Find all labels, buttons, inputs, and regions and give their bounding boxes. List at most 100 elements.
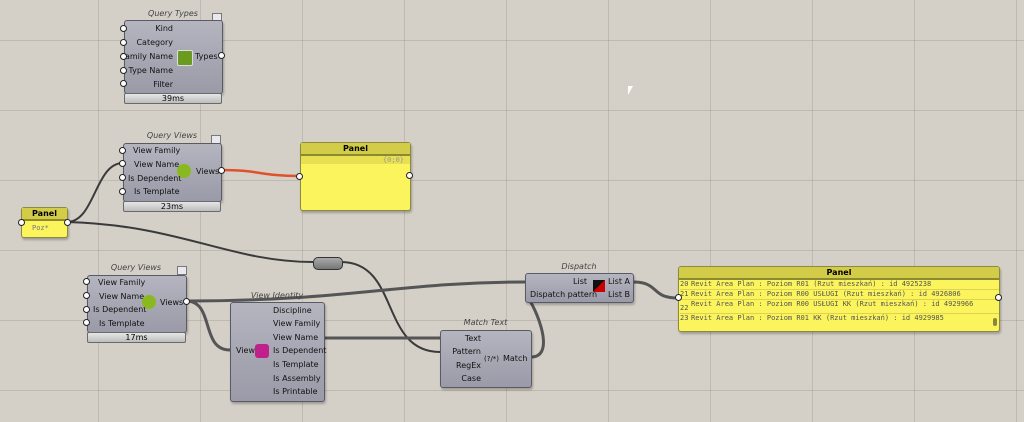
grip[interactable] <box>119 160 126 167</box>
views-hex-icon <box>142 295 156 309</box>
query-views-component[interactable]: View Family View Name Is Dependent Is Te… <box>87 275 187 333</box>
grip[interactable] <box>120 25 127 32</box>
input-dispatch-pattern[interactable]: Dispatch pattern <box>530 290 598 299</box>
views-hex-icon <box>177 164 191 178</box>
query-views-title: Query Views <box>146 131 198 140</box>
grip[interactable] <box>120 80 127 87</box>
panel-title: Panel <box>22 208 67 221</box>
output-views[interactable]: Views <box>160 298 184 307</box>
grip[interactable] <box>218 52 225 59</box>
grip[interactable] <box>406 172 413 179</box>
panel-input[interactable]: Panel Poz* <box>21 207 68 238</box>
query-views-component[interactable]: View Family View Name Is Dependent Is Te… <box>123 143 222 202</box>
dispatch-title: Dispatch <box>561 262 597 271</box>
row-text: Revit Area Plan : Poziom R00 USŁUGI (Rzu… <box>691 290 961 298</box>
wire-panel-to-qv1 <box>66 162 124 223</box>
output-view-family[interactable]: View Family <box>273 319 321 328</box>
grip[interactable] <box>120 39 127 46</box>
grip[interactable] <box>120 53 127 60</box>
relay[interactable] <box>313 257 343 270</box>
panel-title: Panel <box>679 267 999 280</box>
wire-qv1-to-panel <box>220 168 301 178</box>
grip[interactable] <box>183 298 190 305</box>
view-identity-title: View Identity <box>250 291 304 300</box>
input-filter[interactable]: Filter <box>153 80 173 89</box>
output-views[interactable]: Views <box>196 167 220 176</box>
output-is-template[interactable]: Is Template <box>273 360 319 369</box>
grip[interactable] <box>64 219 71 226</box>
grip[interactable] <box>83 306 90 313</box>
preview-flag[interactable] <box>177 266 187 275</box>
grip[interactable] <box>83 292 90 299</box>
timer: 39ms <box>124 93 222 104</box>
query-types-component[interactable]: Kind Category Family Name Type Name Filt… <box>121 20 223 94</box>
grip[interactable] <box>675 294 682 301</box>
dispatch-component[interactable]: List Dispatch pattern List A List B <box>525 273 634 303</box>
scrollbar[interactable] <box>993 318 997 326</box>
grip[interactable] <box>218 167 225 174</box>
input-view[interactable]: View <box>236 346 255 355</box>
output-match[interactable]: Match <box>503 354 528 363</box>
output-is-printable[interactable]: Is Printable <box>273 387 318 396</box>
row-index: 20 <box>680 280 689 288</box>
type-cube-icon <box>177 50 193 66</box>
output-is-dependent[interactable]: Is Dependent <box>273 346 327 355</box>
output-discipline[interactable]: Discipline <box>273 306 312 315</box>
input-is-template[interactable]: Is Template <box>134 187 180 196</box>
input-view-name[interactable]: View Name <box>99 292 145 301</box>
timer: 17ms <box>87 332 186 343</box>
panel-value[interactable]: Poz* <box>32 224 49 232</box>
output-list-a[interactable]: List A <box>608 277 630 286</box>
match-text-component[interactable]: Text Pattern RegEx Case (?/*) Match <box>440 330 532 388</box>
input-view-name[interactable]: View Name <box>134 160 180 169</box>
timer: 23ms <box>123 201 221 212</box>
panel-empty[interactable]: Panel {0;0} <box>300 142 411 211</box>
input-is-dependent[interactable]: Is Dependent <box>128 174 182 183</box>
grip[interactable] <box>119 188 126 195</box>
input-is-template[interactable]: Is Template <box>99 319 145 328</box>
input-pattern[interactable]: Pattern <box>452 347 481 356</box>
mouse-cursor-icon <box>628 86 633 95</box>
input-family-name[interactable]: Family Name <box>121 52 173 61</box>
input-is-dependent[interactable]: Is Dependent <box>93 305 147 314</box>
output-view-name[interactable]: View Name <box>273 333 319 342</box>
match-text-icon: (?/*) <box>484 355 500 363</box>
input-regex[interactable]: RegEx <box>456 361 481 370</box>
row-text: Revit Area Plan : Poziom R01 (Rzut miesz… <box>691 280 932 288</box>
grip[interactable] <box>119 147 126 154</box>
input-category[interactable]: Category <box>136 38 173 47</box>
view-identity-component[interactable]: View Discipline View Family View Name Is… <box>230 302 327 402</box>
input-text[interactable]: Text <box>464 334 481 343</box>
wire-qv2-to-dispatch <box>185 280 526 303</box>
row-text: Revit Area Plan : Poziom R01 KK (Rzut mi… <box>691 314 944 322</box>
dispatch-icon <box>593 280 605 292</box>
query-types-title: Query Types <box>148 9 198 18</box>
grip[interactable] <box>83 278 90 285</box>
output-is-assembly[interactable]: Is Assembly <box>273 374 321 383</box>
input-view-family[interactable]: View Family <box>98 278 146 287</box>
grip[interactable] <box>296 173 303 180</box>
row-index: 22 <box>680 304 689 312</box>
output-list-b[interactable]: List B <box>608 290 631 299</box>
query-views-title: Query Views <box>110 263 162 272</box>
grip[interactable] <box>995 294 1002 301</box>
input-kind[interactable]: Kind <box>155 24 173 33</box>
grip[interactable] <box>120 67 127 74</box>
input-case[interactable]: Case <box>461 374 481 383</box>
grip[interactable] <box>18 219 25 226</box>
input-view-family[interactable]: View Family <box>133 146 181 155</box>
input-type-name[interactable]: Type Name <box>128 66 173 75</box>
output-types[interactable]: Types <box>195 52 218 61</box>
wire-lista-to-panel <box>632 280 679 300</box>
grip[interactable] <box>83 319 90 326</box>
grip[interactable] <box>119 174 126 181</box>
input-list[interactable]: List <box>573 277 587 286</box>
view-identity-icon <box>255 344 269 358</box>
row-index: 23 <box>680 314 689 322</box>
